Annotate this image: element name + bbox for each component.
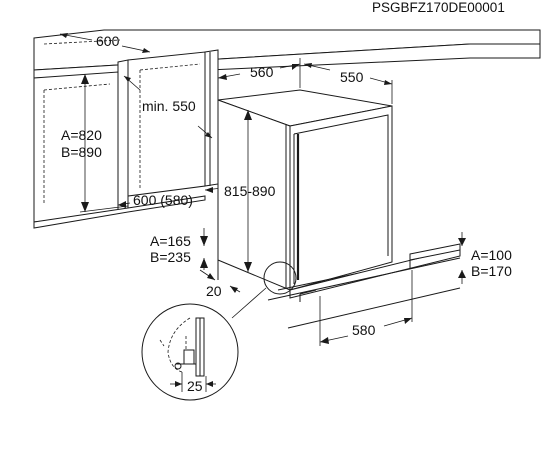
plinth-depth-dimension — [319, 270, 413, 346]
plinth-floor — [217, 243, 461, 329]
niche-height-a-label: A=820 — [61, 127, 102, 143]
hinge-detail-marker — [231, 261, 297, 319]
niche-min-depth-label: min. 550 — [142, 98, 196, 114]
detail-25-label: 25 — [187, 378, 203, 394]
plinth-height-right-dimension — [458, 232, 466, 284]
niche-width-dimension — [59, 33, 151, 53]
plinth-height-right-a-label: A=100 — [471, 247, 512, 263]
drawing-code: PSGBFZ170DE00001 — [372, 0, 505, 15]
niche-width-label: 600 — [96, 33, 120, 49]
plinth-depth-label: 580 — [352, 322, 376, 338]
appliance-height-label: 815-890 — [224, 183, 276, 199]
niche-depth-label: 600 (580) — [133, 192, 193, 208]
plinth-height-left-dimension — [200, 228, 208, 270]
appliance-height-dimension — [244, 110, 252, 272]
niche-min-depth-dimension — [123, 75, 213, 139]
plinth-height-left-a-label: A=165 — [150, 233, 191, 249]
hinge-detail-view — [141, 303, 239, 401]
niche-height-b-label: B=890 — [61, 144, 102, 160]
appliance-depth-dimension — [303, 63, 393, 104]
offset-20-label: 20 — [206, 283, 222, 299]
appliance-width-dimension — [217, 58, 301, 98]
offset-20-dimension — [199, 269, 241, 293]
plinth-height-left-b-label: B=235 — [150, 249, 191, 265]
appliance-body — [217, 89, 393, 291]
appliance-depth-label: 550 — [340, 69, 364, 85]
appliance-width-label: 560 — [250, 64, 274, 80]
niche-height-dimension — [79, 74, 129, 213]
niche-cabinet — [33, 29, 541, 229]
plinth-height-right-b-label: B=170 — [471, 263, 512, 279]
